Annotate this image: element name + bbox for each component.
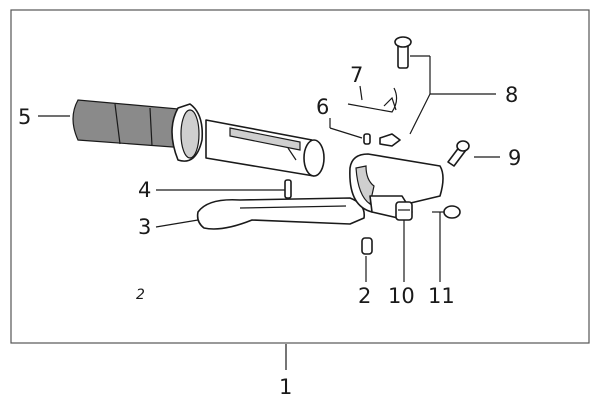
leader-lines (38, 55, 500, 370)
label-8: 8 (505, 83, 518, 107)
label-1: 1 (279, 375, 292, 399)
label-note: 2 (136, 287, 145, 303)
part-pin-6 (363, 133, 371, 145)
part-pivot-10 (395, 201, 413, 221)
part-spring-7 (347, 87, 398, 113)
label-10: 10 (388, 284, 415, 308)
label-4: 4 (138, 178, 151, 202)
part-bolt-9 (447, 140, 470, 167)
part-pin-8 (379, 36, 412, 147)
label-9: 9 (508, 146, 521, 170)
label-7: 7 (350, 63, 363, 87)
part-grip (72, 99, 204, 162)
part-brake-lever (196, 197, 366, 230)
label-6: 6 (316, 95, 329, 119)
label-5: 5 (18, 105, 31, 129)
label-11: 11 (428, 284, 455, 308)
part-screw-4 (284, 179, 292, 199)
part-lever-housing (349, 153, 444, 219)
diagram-frame (10, 9, 590, 344)
part-screw-2 (361, 237, 373, 255)
part-handlebar-tube (205, 119, 325, 177)
label-3: 3 (138, 215, 151, 239)
part-screw-11 (432, 205, 461, 219)
label-2: 2 (358, 284, 371, 308)
